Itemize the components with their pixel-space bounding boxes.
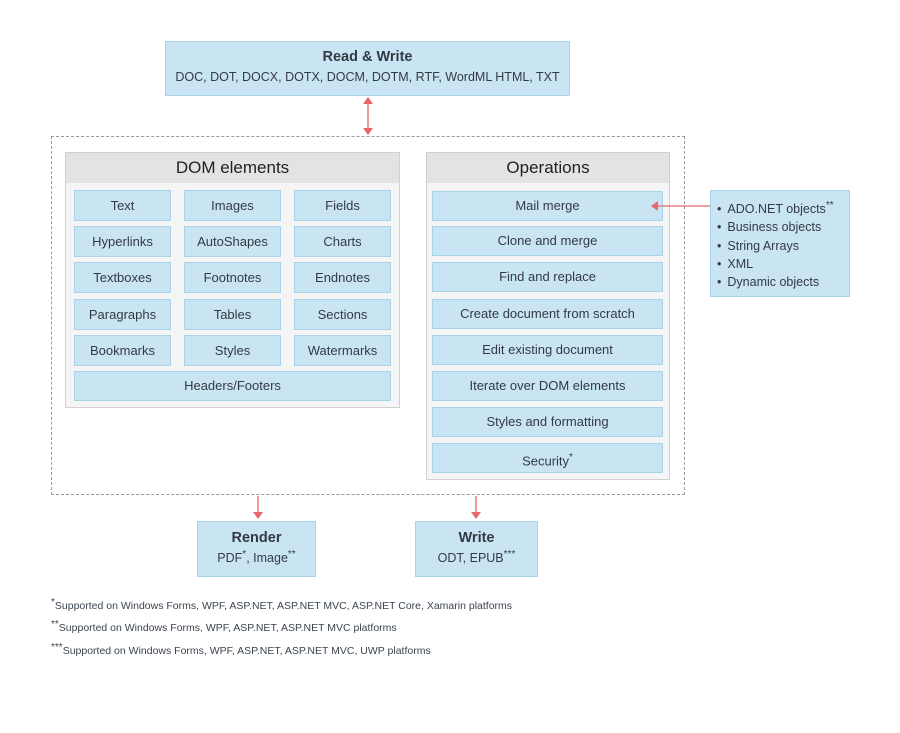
dom-element-item: Charts — [294, 226, 391, 257]
operation-item: Edit existing document — [432, 335, 663, 365]
dom-element-item: AutoShapes — [184, 226, 281, 257]
operation-item: Clone and merge — [432, 226, 663, 256]
read-write-formats: DOC, DOT, DOCX, DOTX, DOCM, DOTM, RTF, W… — [175, 70, 560, 84]
dom-element-item: Text — [74, 190, 171, 221]
operation-item: Styles and formatting — [432, 407, 663, 437]
footnote-2: **Supported on Windows Forms, WPF, ASP.N… — [51, 619, 397, 634]
write-box: Write ODT, EPUB*** — [415, 521, 538, 577]
dom-element-item: Hyperlinks — [74, 226, 171, 257]
mail-merge-arrow — [651, 201, 710, 211]
write-arrow — [471, 496, 481, 519]
operation-item: Find and replace — [432, 262, 663, 292]
data-sources-box: ADO.NET objects** Business objects Strin… — [710, 190, 850, 297]
read-write-title: Read & Write — [322, 49, 413, 65]
dom-element-item: Images — [184, 190, 281, 221]
footnote-1: *Supported on Windows Forms, WPF, ASP.NE… — [51, 597, 513, 612]
dom-element-item: Sections — [294, 299, 391, 330]
data-source-item: Business objects — [717, 218, 849, 236]
dom-element-item: Fields — [294, 190, 391, 221]
operation-item: Iterate over DOM elements — [432, 371, 663, 401]
dom-element-item: Paragraphs — [74, 299, 171, 330]
dom-element-item: Styles — [184, 335, 281, 366]
operation-item: Mail merge — [432, 191, 663, 221]
write-title: Write — [458, 530, 495, 546]
operation-item: Create document from scratch — [432, 299, 663, 329]
dom-element-item: Tables — [184, 299, 281, 330]
dom-element-item: Endnotes — [294, 262, 391, 293]
dom-elements-title: DOM elements — [66, 153, 399, 183]
render-arrow — [253, 496, 263, 519]
operation-item: Security* — [432, 443, 663, 473]
library-container — [51, 136, 685, 495]
render-box: Render PDF*, Image** — [197, 521, 316, 577]
dom-element-item: Bookmarks — [74, 335, 171, 366]
dom-element-headers-footers: Headers/Footers — [74, 371, 391, 401]
read-write-arrow — [363, 97, 373, 135]
operations-title: Operations — [427, 153, 669, 183]
dom-element-item: Footnotes — [184, 262, 281, 293]
dom-element-item: Watermarks — [294, 335, 391, 366]
render-formats: PDF*, Image** — [217, 549, 296, 566]
data-source-item: String Arrays — [717, 237, 849, 255]
data-source-item: ADO.NET objects** — [717, 197, 849, 218]
render-title: Render — [231, 530, 282, 546]
write-formats: ODT, EPUB*** — [437, 549, 516, 566]
data-source-item: XML — [717, 255, 849, 273]
footnote-3: ***Supported on Windows Forms, WPF, ASP.… — [51, 642, 431, 657]
dom-element-item: Textboxes — [74, 262, 171, 293]
read-write-box: Read & Write DOC, DOT, DOCX, DOTX, DOCM,… — [165, 41, 570, 96]
data-source-item: Dynamic objects — [717, 273, 849, 291]
